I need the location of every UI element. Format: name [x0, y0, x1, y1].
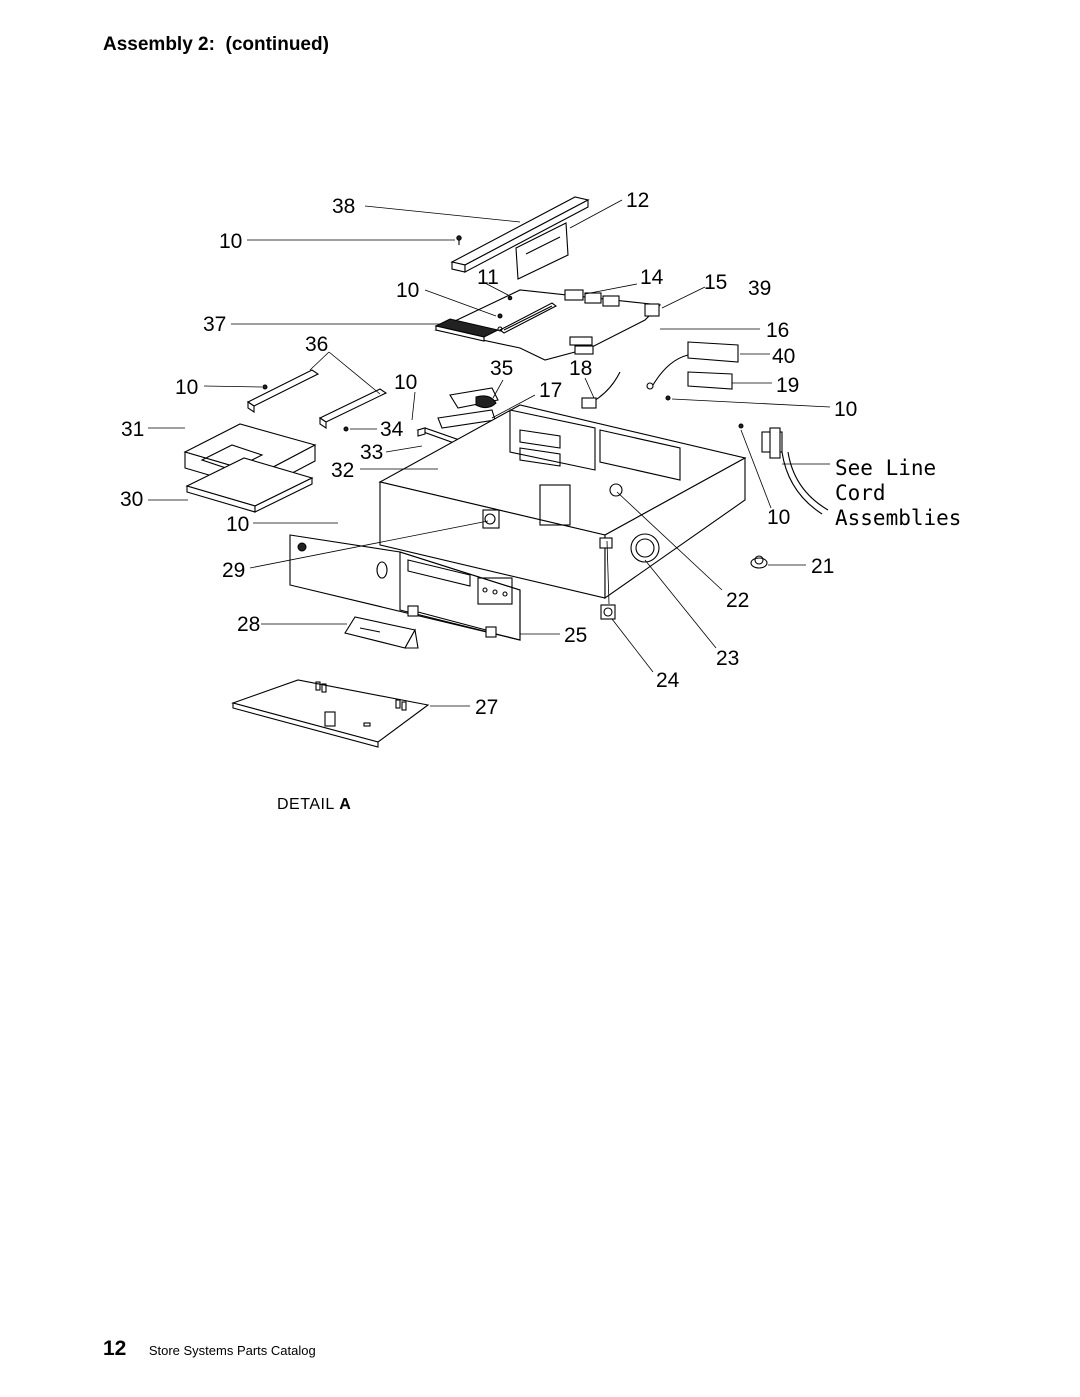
callout-28: 28	[237, 613, 260, 636]
line-cord-note-line2: Cord	[835, 481, 886, 505]
callout-29: 29	[222, 559, 245, 582]
screw-icon	[343, 426, 349, 432]
part-36-brackets	[246, 369, 388, 430]
part-27-cover	[231, 679, 430, 748]
callout-10: 10	[767, 506, 790, 529]
callout-23: 23	[716, 647, 739, 670]
part-38-rail	[450, 196, 590, 273]
callout-10: 10	[394, 371, 417, 394]
callout-35: 35	[490, 357, 513, 380]
part-24-button	[600, 604, 616, 620]
part-40-board	[646, 341, 739, 390]
callout-22: 22	[726, 589, 749, 612]
part-35-ribbon-cable	[449, 387, 499, 409]
line-cord-note-line1: See Line	[835, 456, 936, 480]
callout-37: 37	[203, 313, 226, 336]
callout-18: 18	[569, 357, 592, 380]
callout-12: 12	[626, 189, 649, 212]
callout-14: 14	[640, 266, 664, 289]
part-29-bezel	[289, 534, 521, 641]
callout-24: 24	[656, 669, 680, 692]
part-37-module	[434, 318, 500, 342]
callout-10: 10	[226, 513, 249, 536]
line-cord-note-line3: Assemblies	[835, 506, 961, 530]
screw-icon	[262, 384, 268, 390]
screw-icon	[665, 395, 744, 429]
callout-10: 10	[219, 230, 242, 253]
part-19-board	[687, 371, 733, 390]
callout-27: 27	[475, 696, 498, 719]
callout-11: 11	[477, 266, 499, 289]
callout-10: 10	[834, 398, 857, 421]
callout-34: 34	[380, 418, 404, 441]
callout-33: 33	[360, 441, 383, 464]
callout-10: 10	[396, 279, 419, 302]
callout-19: 19	[776, 374, 799, 397]
part-16-system-board	[434, 289, 662, 361]
callout-40: 40	[772, 345, 795, 368]
callout-25: 25	[564, 624, 587, 647]
page-number: 12	[103, 1337, 127, 1360]
callout-36: 36	[305, 333, 328, 356]
callout-32: 32	[331, 459, 354, 482]
callout-31: 31	[121, 418, 144, 441]
detail-letter: A	[339, 796, 352, 813]
callout-21: 21	[811, 555, 834, 578]
detail-label: DETAIL A	[277, 796, 351, 814]
callout-10: 10	[175, 376, 198, 399]
detail-label-text: DETAIL	[277, 796, 335, 813]
part-21-foot	[750, 555, 768, 569]
part-18-cable	[581, 371, 621, 409]
page-heading: Assembly 2: (continued)	[103, 34, 329, 55]
footer-title: Store Systems Parts Catalog	[148, 1343, 316, 1358]
leader-lines	[148, 199, 831, 707]
callout-15: 15	[704, 271, 727, 294]
screw-icon	[456, 235, 462, 245]
page-footer: 12 Store Systems Parts Catalog	[103, 1337, 316, 1361]
part-chassis	[378, 404, 747, 600]
part-28-latch	[344, 616, 419, 649]
part-30-drive-tray	[185, 457, 314, 513]
callout-16: 16	[766, 319, 789, 342]
callout-17: 17	[539, 379, 562, 402]
power-cord-icon	[761, 427, 829, 515]
callout-39: 39	[748, 277, 771, 300]
callout-38: 38	[332, 195, 355, 218]
part-12-card	[515, 222, 569, 280]
callout-30: 30	[120, 488, 143, 511]
